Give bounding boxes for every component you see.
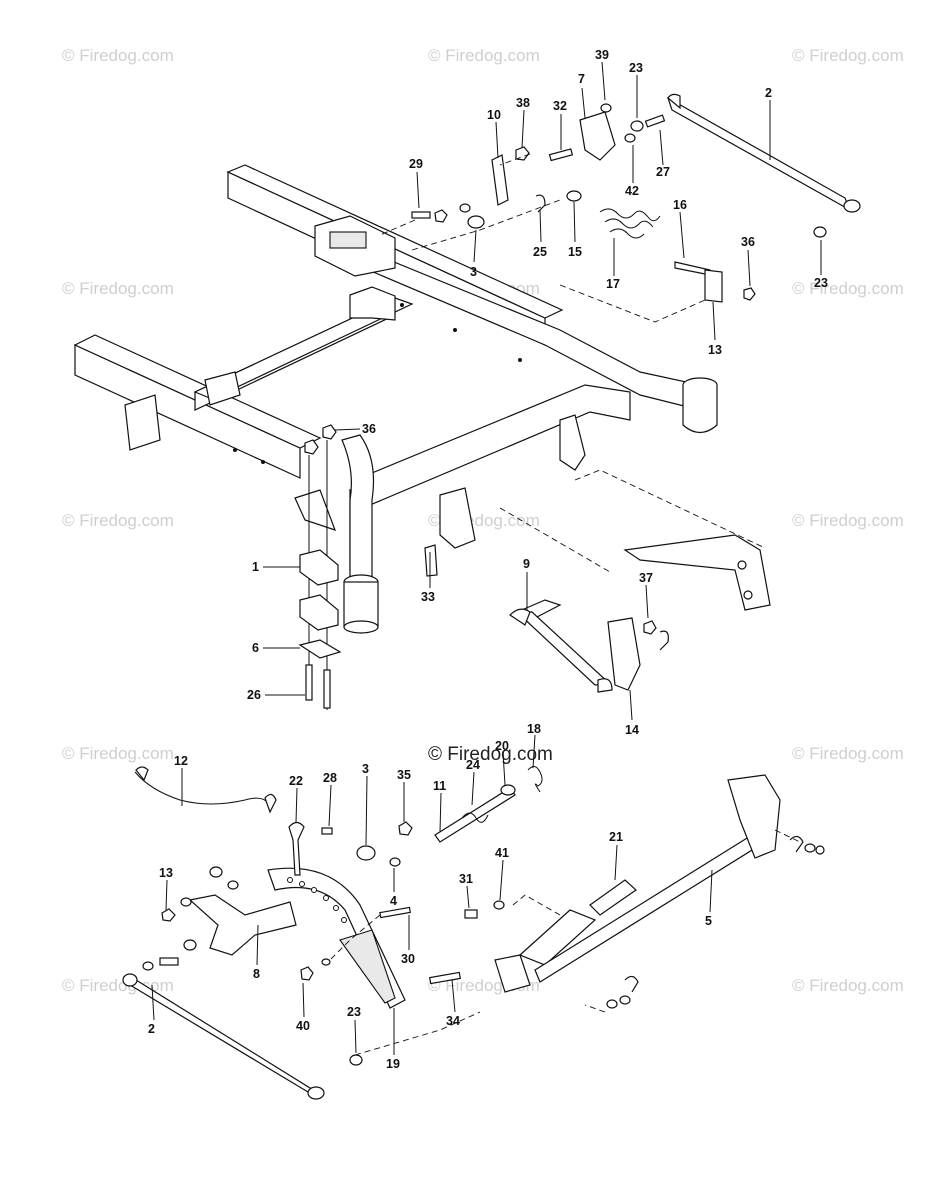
watermark: © Firedog.com	[62, 46, 174, 65]
leader-lines	[151, 61, 822, 1055]
watermark: © Firedog.com	[428, 46, 540, 65]
callout-39: 39	[595, 48, 609, 62]
callout-35: 35	[397, 768, 411, 782]
callout-17: 17	[606, 277, 620, 291]
callout-31: 31	[459, 872, 473, 886]
callout-13: 13	[708, 343, 722, 357]
callout-38: 38	[516, 96, 530, 110]
callout-32: 32	[553, 99, 567, 113]
callout-27: 27	[656, 165, 670, 179]
callout-29: 29	[409, 157, 423, 171]
callout-23: 23	[629, 61, 643, 75]
callout-41: 41	[495, 846, 509, 860]
callout-28: 28	[323, 771, 337, 785]
callout-33: 33	[421, 590, 435, 604]
callout-8: 8	[253, 967, 260, 981]
callout-13: 13	[159, 866, 173, 880]
watermark: © Firedog.com	[792, 46, 904, 65]
callout-26: 26	[247, 688, 261, 702]
callout-14: 14	[625, 723, 639, 737]
callout-18: 18	[527, 722, 541, 736]
callout-12: 12	[174, 754, 188, 768]
spacer-assembly	[298, 424, 433, 710]
callout-24: 24	[466, 758, 480, 772]
callout-2: 2	[765, 86, 772, 100]
callout-15: 15	[568, 245, 582, 259]
callout-4: 4	[390, 894, 397, 908]
callout-30: 30	[401, 952, 415, 966]
watermark: © Firedog.com	[792, 279, 904, 298]
callout-3: 3	[470, 265, 477, 279]
lower-assembly	[122, 766, 825, 1100]
callout-5: 5	[705, 914, 712, 928]
callout-7: 7	[578, 72, 585, 86]
watermark: © Firedog.com	[62, 511, 174, 530]
control-arm-assembly	[424, 469, 771, 693]
callout-34: 34	[446, 1014, 460, 1028]
callout-22: 22	[289, 774, 303, 788]
watermark-center: © Firedog.com	[428, 744, 553, 765]
watermark: © Firedog.com	[792, 511, 904, 530]
callout-36: 36	[741, 235, 755, 249]
callout-3: 3	[362, 762, 369, 776]
callout-11: 11	[433, 779, 446, 793]
callout-37: 37	[639, 571, 653, 585]
callout-1: 1	[252, 560, 259, 574]
watermark: © Firedog.com	[62, 279, 174, 298]
callout-23: 23	[347, 1005, 361, 1019]
upper-linkage	[379, 93, 861, 323]
callout-16: 16	[673, 198, 687, 212]
callout-40: 40	[296, 1019, 310, 1033]
callout-2: 2	[148, 1022, 155, 1036]
watermark: © Firedog.com	[792, 976, 904, 995]
callout-labels: 39 23 2 7 38 32 10 27 42 29 16 36 25 15 …	[148, 48, 828, 1071]
callout-42: 42	[625, 184, 639, 198]
watermark: © Firedog.com	[62, 744, 174, 763]
callout-10: 10	[487, 108, 501, 122]
watermark: © Firedog.com	[792, 744, 904, 763]
callout-25: 25	[533, 245, 547, 259]
chassis-frame	[73, 164, 718, 634]
callout-9: 9	[523, 557, 530, 571]
callout-19: 19	[386, 1057, 400, 1071]
callout-21: 21	[609, 830, 623, 844]
callout-20: 20	[495, 739, 509, 753]
callout-36: 36	[362, 422, 376, 436]
callout-6: 6	[252, 641, 259, 655]
callout-23: 23	[814, 276, 828, 290]
